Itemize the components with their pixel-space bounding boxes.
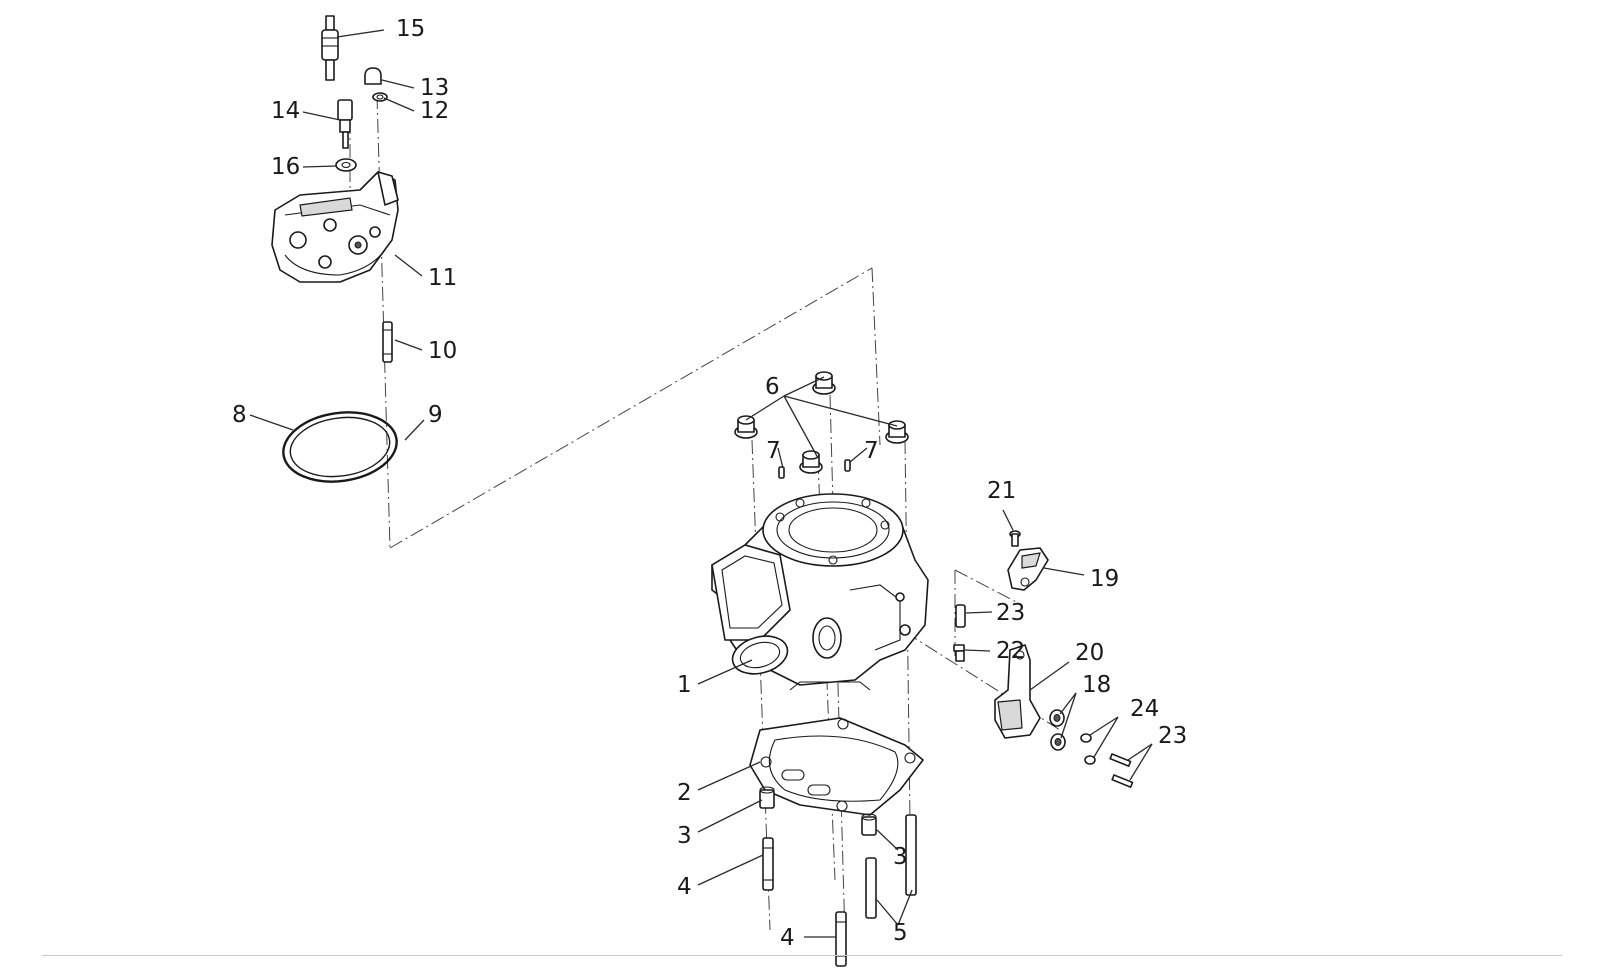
- callout-5: 5: [893, 920, 908, 946]
- head-stud-part: [382, 321, 393, 363]
- sensor-part: [1007, 547, 1049, 591]
- callout-4-bottom: 4: [780, 925, 795, 951]
- small-screw-part: [953, 644, 965, 662]
- bracket-part: [994, 644, 1041, 739]
- callout-4-left: 4: [677, 874, 692, 900]
- sealing-washer-part: [335, 158, 357, 172]
- cylinder-part: [711, 493, 929, 691]
- callout-6: 6: [765, 374, 780, 400]
- dowel-pin-parts: [778, 459, 851, 479]
- callout-13: 13: [420, 75, 449, 101]
- callout-19: 20: [1075, 640, 1104, 666]
- callout-2: 2: [677, 780, 692, 806]
- footer-divider: [42, 955, 1562, 956]
- callout-12: 12: [420, 98, 449, 124]
- bushing-parts: [1049, 709, 1066, 751]
- callout-18: 19: [1090, 566, 1119, 592]
- callout-7-right: 7: [864, 438, 879, 464]
- temperature-sensor-part: [337, 99, 353, 149]
- callout-23: 23: [1158, 723, 1187, 749]
- callout-21: 22: [996, 638, 1025, 664]
- callout-3-right: 3: [893, 844, 908, 870]
- cylinder-stud-parts: [762, 837, 847, 967]
- callout-8: 8: [232, 402, 247, 428]
- pin-part: [955, 604, 966, 628]
- callout-1: 1: [677, 672, 692, 698]
- callout-10: 10: [428, 338, 457, 364]
- washer-parts: [1080, 733, 1096, 765]
- screw-part: [1009, 530, 1021, 547]
- sleeve-parts: [759, 786, 877, 836]
- callout-15: 15: [396, 16, 425, 42]
- callout-16: 16: [271, 154, 300, 180]
- callout-24: 24: [1130, 696, 1159, 722]
- callout-11: 11: [428, 265, 457, 291]
- callout-7-left: 7: [766, 438, 781, 464]
- callout-22: 23: [996, 600, 1025, 626]
- cylinder-head-part: [271, 171, 399, 283]
- callout-14: 14: [271, 98, 300, 124]
- spark-plug-part: [321, 15, 339, 81]
- callout-20: 21: [987, 478, 1016, 504]
- assembly-lines: [349, 94, 1061, 941]
- callout-labels: 15 13 12 14 16 11 10 8 9 6 7 7 21 19 23 …: [232, 16, 1187, 951]
- callout-3-left: 3: [677, 823, 692, 849]
- head-o-ring-part: [282, 411, 398, 483]
- bolt-parts: [1109, 753, 1134, 788]
- long-stud-parts: [865, 814, 917, 919]
- leader-lines: [249, 29, 1153, 938]
- callout-17: 18: [1082, 672, 1111, 698]
- base-gasket-part: [749, 717, 924, 816]
- cap-nut-part: [364, 67, 388, 102]
- callout-9: 9: [428, 402, 443, 428]
